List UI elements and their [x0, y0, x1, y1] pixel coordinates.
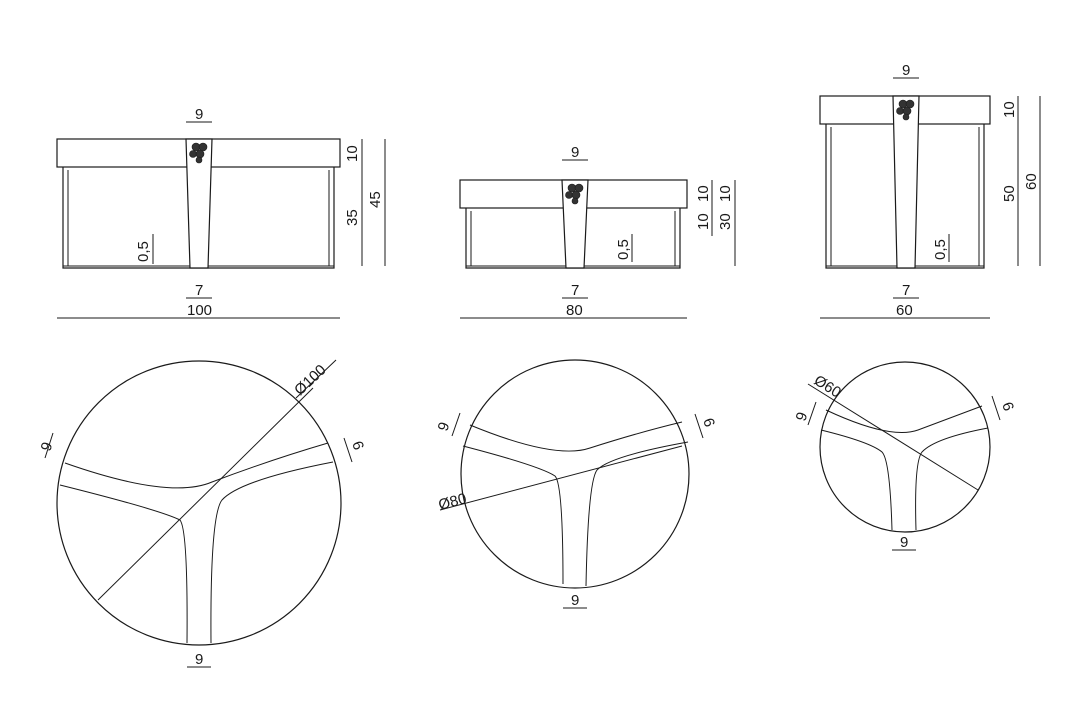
large-bottom-strap-label: 7 [195, 282, 203, 299]
medium-ornament-icon [565, 183, 584, 205]
small-top-circle [819, 361, 991, 533]
large-table-plan: Ø100 9 6 9 [38, 359, 367, 668]
large-lid-height-label: 10 [344, 145, 361, 162]
medium-table-plan: Ø80 9 6 9 [435, 359, 718, 609]
large-top-strap-left-label: 9 [38, 440, 57, 453]
medium-strap-width-label: 9 [571, 144, 579, 161]
small-glass-edge [830, 127, 980, 266]
large-glass-edge [67, 170, 330, 266]
small-top-strap-bottom-label: 9 [900, 534, 908, 551]
medium-top-strap-right-label: 6 [699, 416, 718, 429]
medium-top-circle [460, 359, 690, 589]
medium-top-strap-left-label: 9 [435, 420, 454, 433]
medium-front-strap [561, 179, 589, 269]
small-body-height-label: 50 [1001, 185, 1018, 202]
medium-total-height-label: 30 [717, 213, 734, 230]
large-table-elevation: 9 10 35 45 0,5 7 100 [56, 106, 386, 319]
small-table-plan: Ø60 9 6 9 [793, 361, 1017, 551]
large-top-strap-bottom-label: 9 [195, 651, 203, 668]
medium-width-label: 80 [566, 302, 583, 319]
medium-diameter-label: Ø80 [437, 490, 469, 514]
small-table-elevation: 9 10 50 60 0,5 7 60 [819, 62, 1041, 319]
small-diameter-label: Ø60 [811, 372, 844, 401]
medium-table-elevation: 9 10 10 10 30 0,5 7 80 [459, 144, 736, 319]
medium-lid-height-label: 10 [695, 185, 712, 202]
large-top-strap-right-label: 6 [348, 439, 367, 452]
medium-diameter-line [439, 445, 683, 511]
small-bottom-strap-label: 7 [902, 282, 910, 299]
medium-body-height-label: 10 [695, 213, 712, 230]
small-top-strap-left-label: 9 [793, 410, 812, 423]
medium-glass-gap-label: 0,5 [615, 239, 632, 260]
large-total-height-label: 45 [367, 191, 384, 208]
medium-bottom-strap-label: 7 [571, 282, 579, 299]
large-glass-gap-label: 0,5 [135, 241, 152, 262]
large-ornament-icon [189, 142, 208, 164]
large-front-strap [185, 138, 213, 269]
small-diameter-line [807, 383, 979, 491]
large-diameter-line [97, 387, 314, 601]
small-top-strap-right-label: 6 [998, 400, 1017, 413]
small-ornament-icon [896, 99, 915, 121]
medium-top-strap-bottom-label: 9 [571, 592, 579, 609]
small-glass-gap-label: 0,5 [932, 239, 949, 260]
large-top-circle [56, 360, 342, 646]
small-strap-width-label: 9 [902, 62, 910, 79]
large-diameter-label: Ø100 [291, 361, 329, 398]
medium-lid-height-alt-label: 10 [717, 185, 734, 202]
medium-glass-edge [470, 211, 676, 266]
large-body-height-label: 35 [344, 209, 361, 226]
small-total-height-label: 60 [1023, 173, 1040, 190]
large-strap-width-label: 9 [195, 106, 203, 123]
small-lid-height-label: 10 [1001, 101, 1018, 118]
small-front-strap [892, 95, 920, 269]
large-width-label: 100 [187, 302, 212, 319]
small-width-label: 60 [896, 302, 913, 319]
